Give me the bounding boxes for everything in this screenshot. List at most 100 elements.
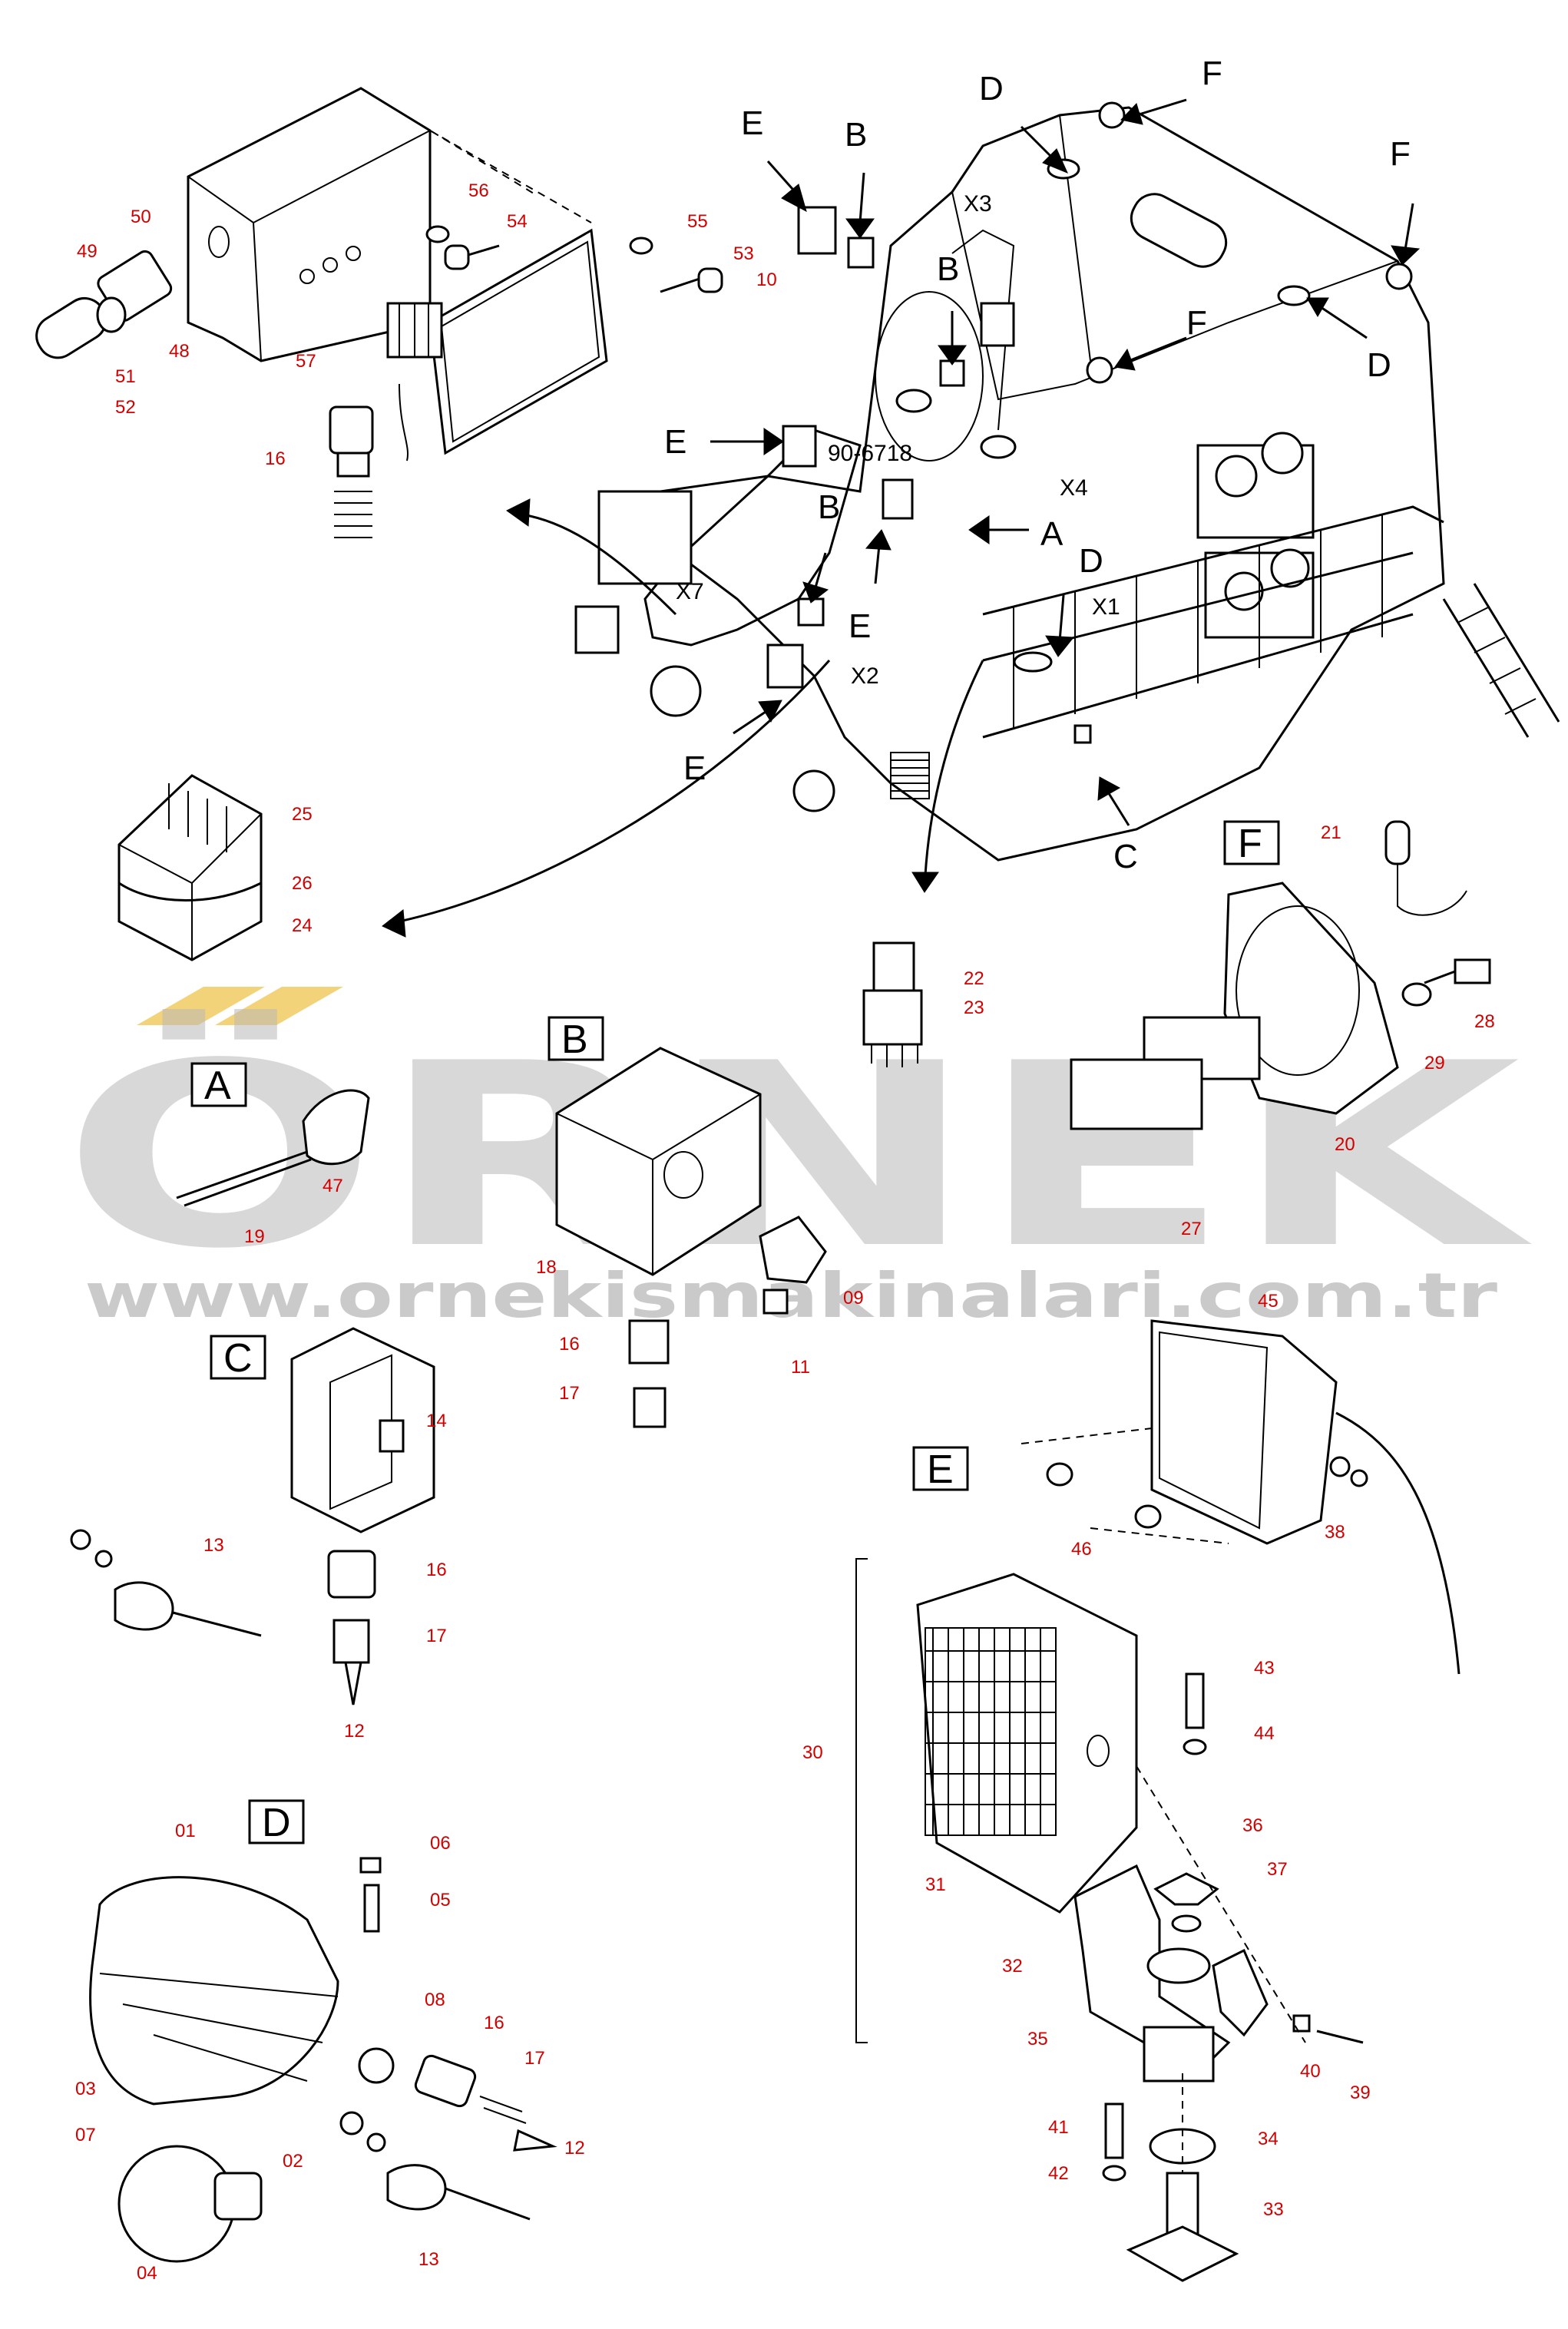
callout-31: 31 (925, 1874, 946, 1895)
lower-pivot (792, 769, 835, 812)
callout-43: 43 (1254, 1658, 1275, 1679)
callout-17: 17 (426, 1626, 447, 1646)
callout-41: 41 (1048, 2117, 1069, 2138)
callout-36: 36 (1242, 1815, 1263, 1836)
pos-d-top: D (979, 70, 1004, 108)
light-e-mid (782, 425, 817, 468)
light-d-right (1277, 285, 1311, 306)
leader-to-relay (399, 660, 831, 923)
callout-17: 17 (524, 2048, 545, 2069)
callout-04: 04 (137, 2263, 157, 2284)
section-c: C 14 13 16 17 12 (70, 1327, 447, 1742)
leader-to-switch (924, 660, 984, 876)
cable-gland (35, 296, 108, 359)
callout-24: 24 (292, 915, 313, 936)
watermark-accent-right (215, 987, 343, 1025)
callout-27: 27 (1181, 1219, 1202, 1239)
section-b: B 18 09 16 11 17 (536, 1016, 864, 1428)
engine-cap-1 (1215, 455, 1258, 498)
callout-20: 20 (1335, 1134, 1355, 1155)
washer-37 (1171, 1914, 1202, 1933)
callout-51: 51 (115, 366, 136, 387)
light-e-top (797, 206, 837, 255)
pos-f-top: F (1202, 55, 1222, 92)
clamp-13 (114, 1581, 174, 1631)
callout-09: 09 (843, 1288, 864, 1308)
callout-16: 16 (559, 1334, 580, 1355)
box-b-label: B (561, 1017, 588, 1062)
box-b (547, 1016, 604, 1061)
mark-x7: X7 (676, 579, 704, 604)
machine-assembly: X3 X4 X7 X2 X1 90-6718 (382, 55, 1560, 938)
callout-55: 55 (687, 211, 708, 232)
callout-21: 21 (1321, 822, 1341, 843)
nut-38a (1329, 1456, 1351, 1477)
callout-40: 40 (1300, 2061, 1321, 2082)
callout-33: 33 (1263, 2199, 1284, 2220)
washer-42 (1102, 2165, 1126, 2182)
callout-25: 25 (292, 804, 313, 825)
cab-pillar (1059, 114, 1091, 362)
light-x7-box (574, 605, 620, 654)
switch-barrel (872, 941, 915, 992)
bolt-41 (1104, 2102, 1124, 2159)
callout-42: 42 (1048, 2163, 1069, 2184)
screw-05 (363, 1884, 380, 1933)
callout-12: 12 (344, 1721, 365, 1742)
callout-23: 23 (964, 997, 984, 1018)
switch-c (1073, 724, 1092, 744)
callout-34: 34 (1258, 2129, 1279, 2149)
pos-f-right: F (1390, 135, 1411, 173)
engine-cap-2 (1261, 432, 1304, 475)
railing-posts (1013, 514, 1383, 729)
bulb-21 (1384, 820, 1411, 865)
bolt-43 (1185, 1672, 1205, 1729)
connector-16b (628, 1319, 670, 1365)
callout-44: 44 (1254, 1723, 1275, 1744)
callout-54: 54 (507, 211, 528, 232)
callout-48: 48 (169, 341, 190, 362)
mark-x3: X3 (964, 191, 992, 217)
washer-06 (359, 1857, 382, 1874)
pos-e-bottom: E (683, 749, 706, 787)
lamp-guard-02 (99, 1973, 339, 2082)
machine-body-outline (659, 106, 1445, 862)
ladder-steps (1458, 606, 1537, 715)
spring (334, 491, 372, 538)
left-equipment-box (597, 490, 693, 585)
pos-a-low: A (1040, 515, 1064, 553)
callout-32: 32 (1002, 1956, 1023, 1977)
clamp-13b (386, 2164, 447, 2211)
callout-02: 02 (283, 2151, 303, 2172)
section-e: E (802, 1291, 1460, 2282)
callout-13: 13 (418, 2249, 439, 2270)
switch-box-14 (290, 1327, 435, 1533)
callout-49: 49 (77, 241, 98, 262)
pos-b-top: B (845, 116, 867, 154)
cab-knob-1 (895, 389, 932, 413)
callout-45: 45 (1258, 1291, 1279, 1312)
pos-b-mid: B (937, 250, 959, 288)
junction-box-assembly: 50 49 51 52 48 56 54 55 53 57 16 10 (35, 87, 777, 538)
light-f-right (1385, 263, 1413, 290)
section-a: A 47 19 (176, 1062, 370, 1247)
plug-46a (1046, 1462, 1073, 1487)
mark-x4: X4 (1060, 475, 1088, 501)
callout-16: 16 (426, 1560, 447, 1580)
light-e-low (766, 643, 804, 689)
callout-05: 05 (430, 1890, 451, 1911)
wire (399, 383, 409, 461)
bolt-28 (1454, 958, 1491, 984)
callout-37: 37 (1267, 1859, 1288, 1880)
box-f (1223, 820, 1280, 865)
callout-52: 52 (115, 397, 136, 418)
cab-knob-2 (980, 435, 1017, 459)
callout-30: 30 (802, 1742, 823, 1763)
callout-10: 10 (756, 270, 777, 290)
junction-box-cover (428, 228, 608, 455)
callout-13: 13 (203, 1535, 224, 1556)
pos-d-low: D (1079, 542, 1103, 580)
mark-x1: X1 (1092, 594, 1120, 620)
light-f-top (1098, 101, 1126, 129)
callout-06: 06 (430, 1833, 451, 1854)
